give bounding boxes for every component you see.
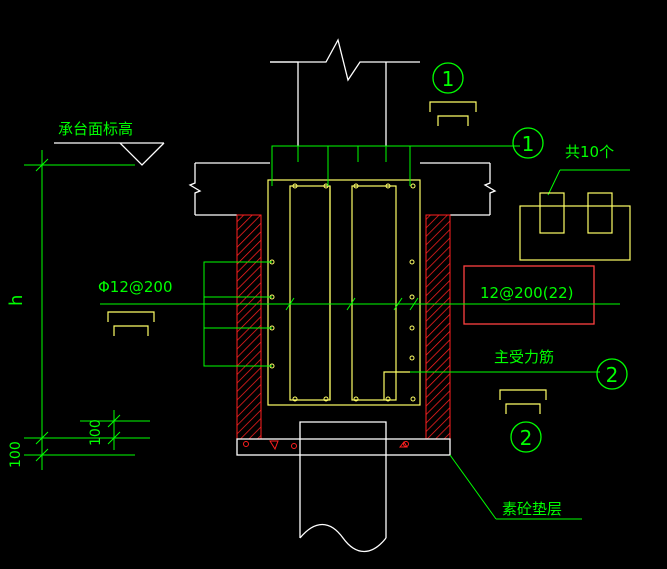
section-2-number: 2	[520, 426, 533, 450]
rebar-dots	[269, 183, 416, 402]
callout-1-circle	[432, 62, 464, 94]
dim-100-inner: 100	[88, 419, 104, 446]
section-2-bracket-left	[107, 311, 155, 336]
count-label: 共10个	[565, 143, 614, 161]
callout-2-number: 2	[606, 363, 619, 387]
cap-plan	[519, 192, 631, 261]
stirrup-left-label: Φ12@200	[98, 278, 173, 296]
cushion-marks	[243, 440, 409, 451]
stirrup-line	[100, 297, 620, 311]
cushion-label: 素砼垫层	[502, 500, 562, 518]
height-dimension	[24, 150, 150, 470]
cushion-slab	[236, 438, 451, 456]
stirrup-left-leaders	[203, 261, 272, 367]
left-wall-hatch	[236, 214, 262, 440]
pile-outline	[299, 421, 387, 553]
main-bar-label: 主受力筋	[494, 348, 554, 366]
column-outline	[270, 38, 420, 146]
rebar-cage	[267, 179, 421, 406]
beam-outline	[188, 162, 497, 216]
cap-elevation-label: 承台面标高	[58, 120, 133, 138]
callout-2-circle	[596, 358, 628, 390]
section-1-bracket	[429, 101, 477, 126]
count-leader-down	[547, 169, 561, 196]
elevation-symbol	[54, 142, 165, 166]
section-2-bracket	[499, 389, 547, 414]
section-2-circle	[510, 421, 542, 453]
cushion-leader	[449, 454, 497, 520]
dowel-bars	[271, 145, 520, 186]
height-label: h	[6, 295, 27, 306]
callout-1-number: 1	[442, 67, 455, 91]
dim-100-outer: 100	[8, 441, 24, 468]
stirrup-right-label: 12@200(22)	[480, 284, 574, 302]
section-1-number: 1	[522, 132, 535, 156]
stirrup-label-box	[463, 265, 595, 325]
section-1-circle	[512, 127, 544, 159]
right-wall-hatch	[425, 214, 451, 440]
